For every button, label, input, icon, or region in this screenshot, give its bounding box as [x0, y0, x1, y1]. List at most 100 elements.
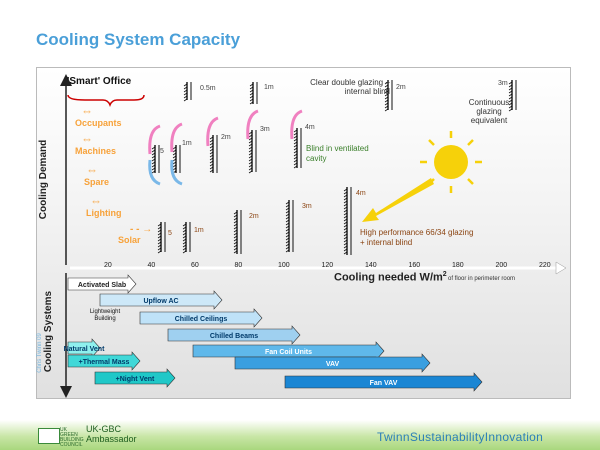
x-tick-label: 200 — [495, 262, 508, 269]
system-label: Fan Coil Units — [265, 349, 312, 356]
system-arrow: Chilled Ceilings — [139, 308, 263, 328]
category-solar: Solar — [118, 235, 141, 245]
note-lightweight-building: Lightweight Building — [89, 309, 121, 322]
depth-label: 3m — [302, 203, 312, 210]
system-label: VAV — [326, 361, 340, 368]
smart-office-label: 'Smart' Office — [67, 76, 132, 87]
heat-gain-arrow — [170, 122, 183, 153]
footer-bar — [0, 420, 600, 450]
x-axis-superscript: 2 — [442, 271, 447, 278]
note-continuous-glazing: Continuous glazing equivalent — [468, 98, 510, 125]
depth-label: 4m — [305, 124, 315, 131]
heat-gain-arrow — [290, 109, 303, 140]
logo-text: UK GREEN BUILDING COUNCIL — [60, 427, 84, 448]
depth-label: 2m — [221, 134, 231, 141]
category-lighting: Lighting — [86, 208, 122, 218]
category-spare: Spare — [84, 177, 110, 187]
system-label: Chilled Ceilings — [175, 316, 228, 323]
double-arrow-icon: ⇔ — [81, 132, 93, 146]
ukgbc-ambassador: UK-GBC Ambassador — [86, 424, 137, 444]
x-tick-label: 100 — [278, 262, 290, 269]
window-icon — [233, 210, 242, 254]
x-axis-suffix: of floor in perimeter room — [448, 276, 516, 282]
note-high-performance: High performance 66/34 glazing + interna… — [360, 228, 474, 247]
x-tick-label: 160 — [408, 262, 421, 269]
sun-icon — [420, 131, 482, 193]
system-arrow: Fan Coil Units — [192, 341, 385, 361]
smart-office-bracket — [67, 94, 145, 108]
system-label: +Night Vent — [116, 376, 155, 383]
category-occupants: Occupants — [75, 118, 122, 128]
window-icon — [182, 222, 191, 254]
window-icon — [384, 80, 393, 112]
x-tick-label: 60 — [191, 262, 199, 269]
window-icon — [248, 130, 257, 174]
depth-label: 0.5m — [200, 85, 216, 92]
x-tick-label: 80 — [234, 262, 243, 269]
window-icon — [249, 82, 258, 105]
depth-label: 4m — [356, 190, 366, 197]
depth-label: 2m — [249, 213, 259, 220]
x-tick-label: 220 — [539, 262, 551, 269]
x-axis-arrowhead — [555, 261, 567, 275]
x-tick-label: 180 — [452, 262, 464, 269]
category-machines: Machines — [75, 146, 117, 156]
cooling-arrow — [148, 159, 161, 186]
diagram-panel — [36, 67, 571, 399]
system-label: +Thermal Mass — [79, 359, 130, 366]
depth-label: 5 — [160, 148, 164, 155]
system-label: Natural Vent — [64, 346, 106, 353]
ukgbc-logo — [38, 428, 60, 444]
window-icon — [285, 200, 294, 253]
system-arrow: Natural Vent — [64, 338, 106, 358]
window-icon — [172, 145, 181, 174]
system-arrow: VAV — [234, 353, 431, 373]
x-tick-label: 140 — [365, 262, 377, 269]
cooling-arrow — [170, 159, 183, 186]
window-icon — [293, 128, 302, 169]
depth-label: 2m — [396, 84, 406, 91]
x-tick-label: 120 — [321, 262, 334, 269]
depth-label: 5 — [168, 230, 172, 237]
brand-text: TwinnSustainabilityInnovation — [377, 430, 544, 444]
sun-ray-arrow — [362, 178, 434, 222]
x-axis-label: Cooling needed W/m2 — [334, 271, 447, 284]
double-arrow-icon: ⇔ — [81, 104, 93, 118]
system-label: Fan VAV — [370, 380, 398, 387]
system-arrow: Fan VAV — [284, 372, 483, 392]
x-tick-label: 20 — [104, 262, 112, 269]
system-arrow: Upflow AC — [99, 290, 223, 310]
depth-label: 1m — [182, 140, 192, 147]
note-clear-glazing: Clear double glazing + internal blind — [310, 78, 390, 96]
system-arrow: Activated Slab — [67, 274, 137, 294]
ukgbc-label: UK-GBC — [86, 424, 122, 434]
depth-label: 1m — [264, 84, 274, 91]
system-arrow: +Night Vent — [94, 368, 176, 388]
system-label: Upflow AC — [143, 298, 178, 305]
depth-label: 3m — [498, 80, 508, 87]
window-icon — [157, 222, 166, 254]
heat-gain-arrow — [148, 124, 161, 155]
double-arrow-icon: ⇔ — [90, 194, 102, 208]
depth-label: 3m — [260, 126, 270, 133]
note-ventilated-cavity: Blind in ventilated cavity — [306, 144, 369, 163]
dashed-arrow-icon: - - → — [130, 224, 153, 235]
window-icon — [508, 80, 517, 112]
system-label: Activated Slab — [78, 282, 126, 289]
heat-gain-arrow — [206, 116, 219, 147]
window-icon — [183, 82, 192, 102]
window-icon — [343, 187, 352, 255]
x-tick-label: 40 — [147, 262, 156, 269]
ambassador-label: Ambassador — [86, 434, 137, 444]
system-arrow: Chilled Beams — [167, 325, 301, 345]
double-arrow-icon: ⇔ — [86, 163, 98, 177]
system-label: Chilled Beams — [210, 333, 258, 340]
page-title: Cooling System Capacity — [36, 30, 241, 49]
window-icon — [209, 135, 218, 173]
depth-label: 1m — [194, 227, 204, 234]
heat-gain-arrow — [246, 109, 259, 140]
window-icon — [151, 145, 160, 174]
